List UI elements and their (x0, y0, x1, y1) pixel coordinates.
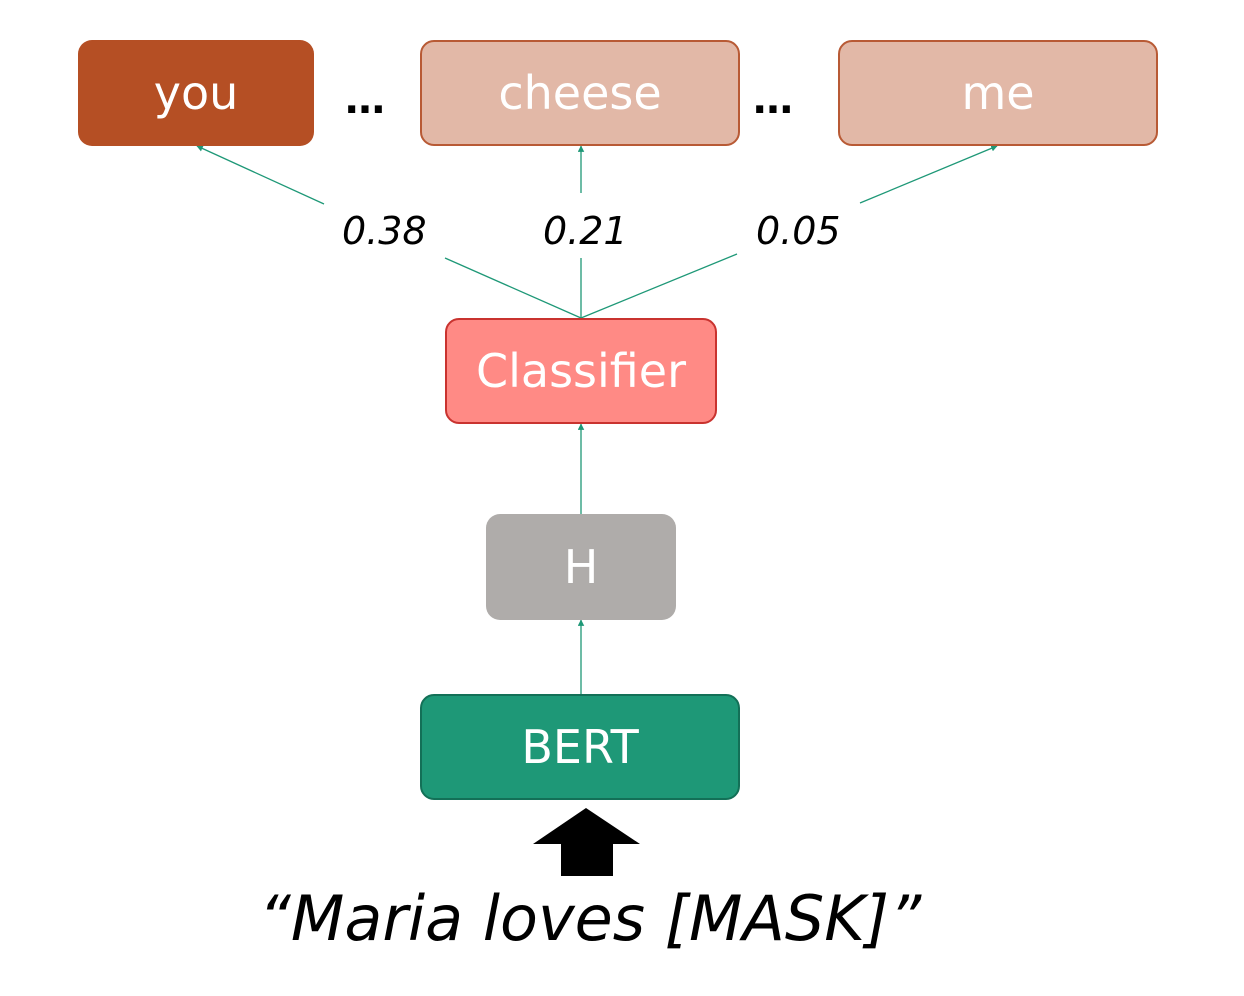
output-token-cheese: cheese (420, 40, 740, 146)
edge-classifier-me-lower (580, 253, 738, 319)
edge-classifier-you-lower (444, 257, 582, 319)
probability-label-me: 0.05 (756, 209, 841, 253)
hidden-state-node: H (486, 514, 676, 620)
input-sentence: “Maria loves [MASK]” (258, 882, 922, 955)
bert-node: BERT (420, 694, 740, 800)
probability-label-you: 0.38 (342, 209, 427, 253)
output-token-label: you (153, 66, 239, 120)
input-arrow-icon (533, 808, 640, 876)
classifier-node: Classifier (445, 318, 717, 424)
ellipsis-right: … (753, 77, 793, 123)
probability-label-cheese: 0.21 (543, 209, 628, 253)
edge-classifier-you-upper (196, 145, 325, 205)
output-token-label: me (961, 66, 1035, 120)
output-token-you: you (78, 40, 314, 146)
bert-label: BERT (521, 720, 639, 774)
classifier-label: Classifier (476, 344, 686, 398)
ellipsis-left: … (345, 77, 385, 123)
output-token-me: me (838, 40, 1158, 146)
output-token-label: cheese (498, 66, 662, 120)
hidden-state-label: H (563, 540, 599, 594)
edge-classifier-me-upper (859, 145, 998, 204)
